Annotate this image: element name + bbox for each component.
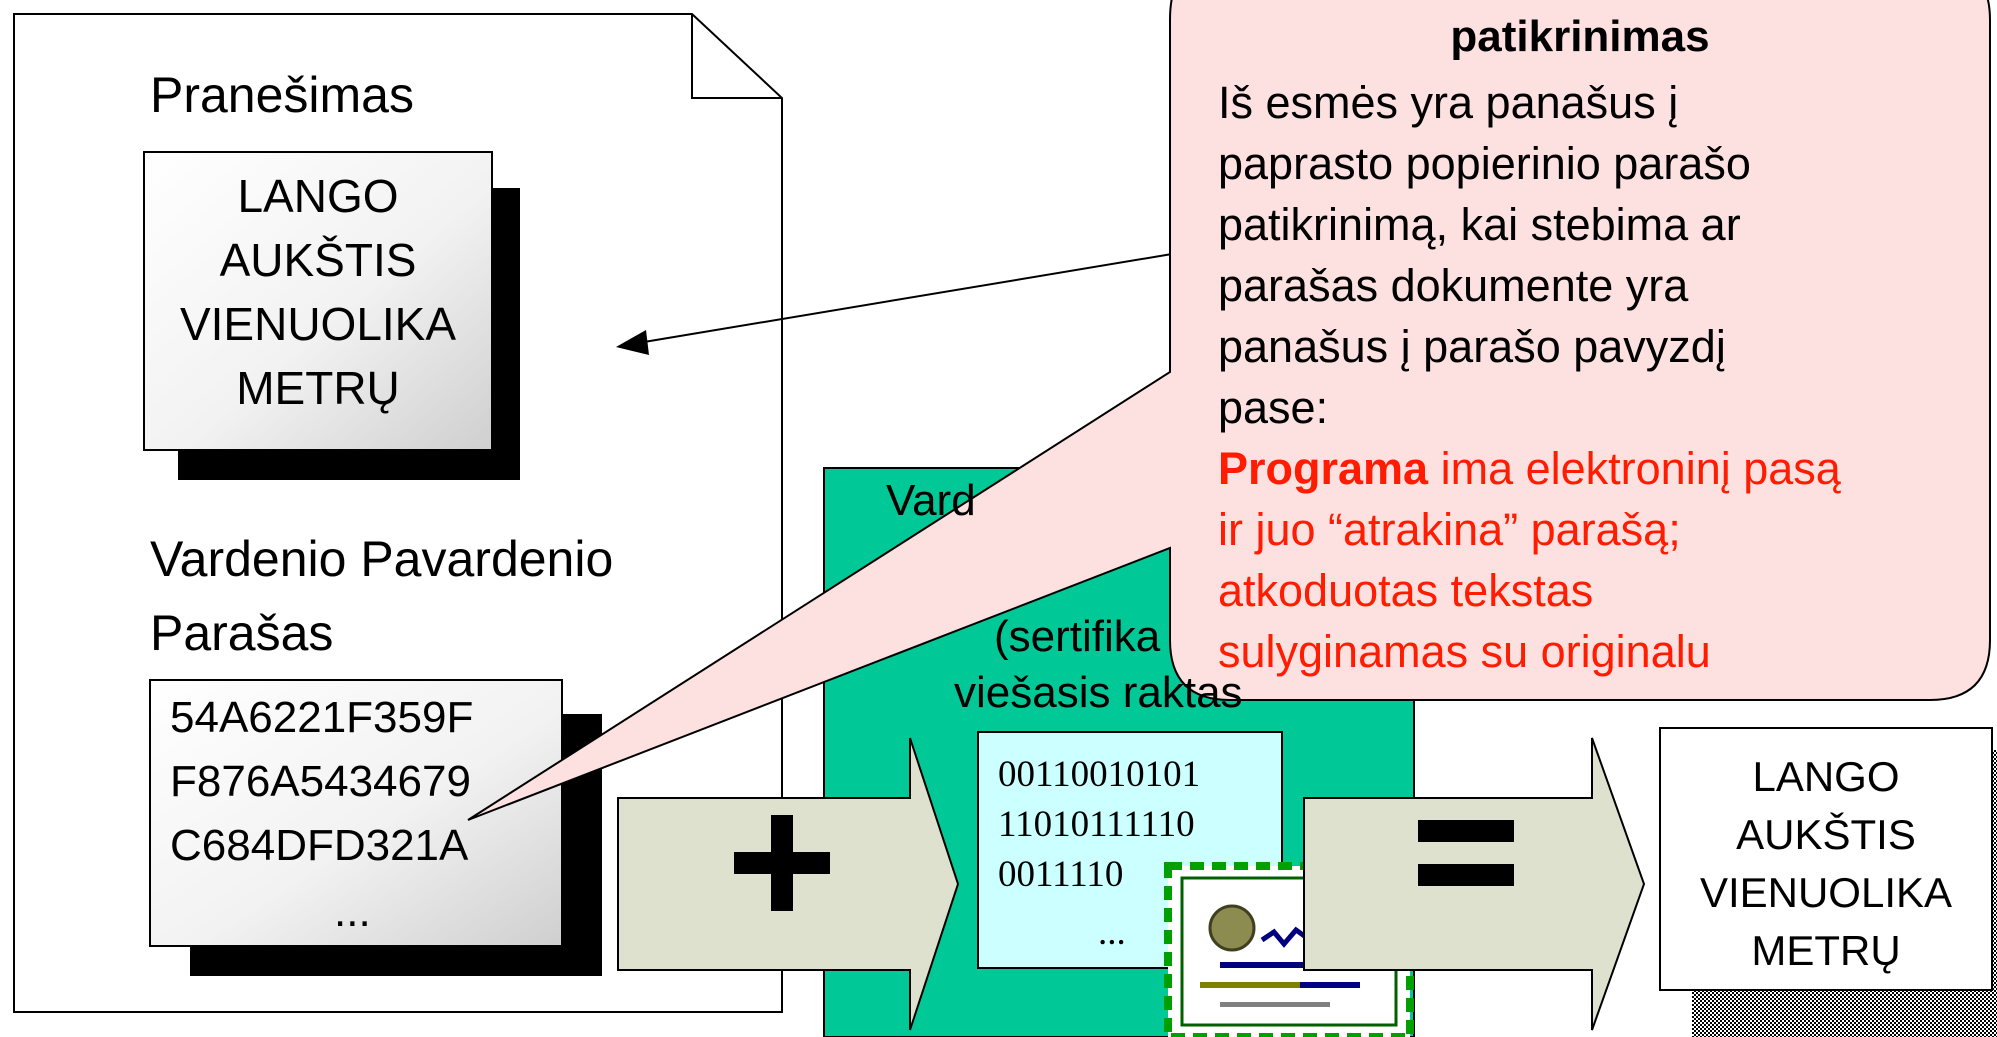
binary-line: 0011110: [998, 854, 1124, 895]
callout-line: paprasto popierinio parašo: [1218, 138, 1751, 189]
signature-label-line: Parašas: [150, 605, 334, 661]
callout-program-bold: Programa: [1218, 443, 1429, 494]
certificate-label-line: (sertifika: [994, 612, 1161, 661]
signature-label-line: Vardenio Pavardenio: [150, 531, 614, 587]
signature-line: F876A5434679: [170, 757, 471, 806]
message-line: AUKŠTIS: [219, 234, 417, 286]
callout-balloon: [467, 0, 1991, 821]
callout-red-line: ir juo “atrakina” parašą;: [1218, 504, 1681, 555]
signature-line: C684DFD321A: [170, 821, 469, 870]
result-line: VIENUOLIKA: [1699, 869, 1953, 916]
callout-program-rest: ima elektroninį pasą: [1428, 443, 1841, 494]
callout-heading: patikrinimas: [1450, 12, 1710, 61]
binary-line: ...: [1098, 912, 1126, 953]
document-title: Pranešimas: [150, 67, 414, 123]
signature-note: [149, 679, 563, 947]
callout-line: parašas dokumente yra: [1218, 260, 1689, 311]
message-note: [143, 151, 493, 451]
plus-sign: [734, 815, 830, 911]
pointer-arrowhead: [616, 330, 649, 355]
binary-line: 11010111110: [998, 804, 1195, 845]
message-line: VIENUOLIKA: [179, 298, 457, 350]
callout-red-line: atkoduotas tekstas: [1218, 565, 1594, 616]
callout-red-line: sulyginamas su originalu: [1218, 626, 1711, 677]
message-line: METRŲ: [236, 362, 400, 414]
callout-line: panašus į parašo pavyzdį: [1218, 321, 1726, 372]
pointer-line: [643, 253, 1173, 343]
result-note: [1659, 727, 1993, 991]
signature-line: 54A6221F359F: [170, 693, 474, 742]
result-line: AUKŠTIS: [1736, 811, 1916, 858]
binary-line: 00110010101: [998, 754, 1201, 795]
message-line: LANGO: [237, 170, 399, 222]
callout-line: Iš esmės yra panašus į: [1218, 77, 1679, 128]
result-line: LANGO: [1752, 753, 1900, 800]
callout-program-line: Programa ima elektroninį pasą: [1218, 438, 1841, 499]
result-line: METRŲ: [1751, 927, 1901, 974]
signature-line: ...: [334, 887, 371, 936]
certificate-label-line: viešasis raktas: [954, 668, 1243, 717]
certificate-label-line: Vard: [886, 476, 976, 525]
equals-sign: [1418, 820, 1514, 886]
callout-line: pase:: [1218, 382, 1329, 433]
document-fold: [691, 14, 782, 99]
callout-line: patikrinimą, kai stebima ar: [1218, 199, 1741, 250]
